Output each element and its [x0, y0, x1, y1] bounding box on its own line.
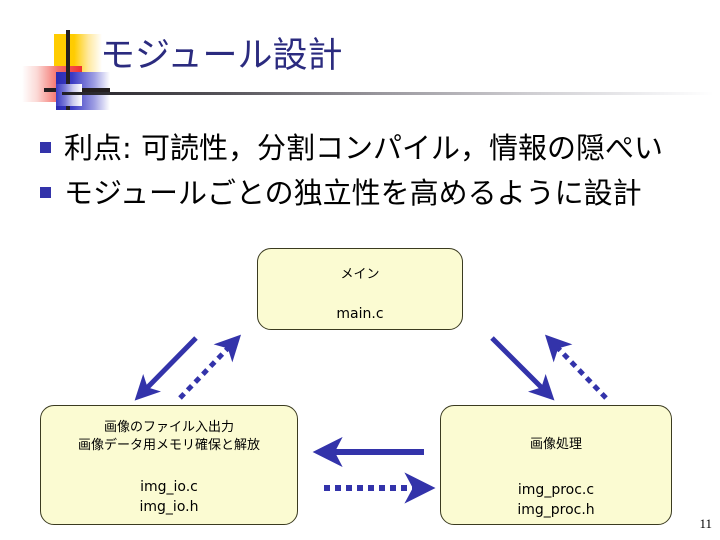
node-img-io-file-h: img_io.h [139, 499, 199, 515]
slide-title: モジュール設計 [100, 36, 343, 76]
list-item: モジュールごとの独立性を高めるように設計 [40, 173, 710, 214]
title-rule-accent [56, 84, 82, 106]
logo-vertical-bar-icon [66, 30, 70, 110]
module-diagram: メイン main.c 画像のファイル入出力 画像データ用メモリ確保と解放 img… [0, 230, 720, 540]
arrow-main-to-img-proc [490, 336, 555, 401]
bullet-marker-icon [40, 187, 51, 198]
page-number: 11 [699, 516, 712, 531]
logo-yellow-square-icon [54, 34, 102, 72]
bullet-text: 利点: 可読性，分割コンパイル，情報の隠ぺい [64, 131, 663, 165]
node-main-title: メイン [340, 267, 380, 282]
bullet-marker-icon [40, 142, 51, 153]
node-main-file: main.c [336, 306, 384, 322]
arrow-main-to-img-io [134, 336, 198, 401]
node-img-proc-title: 画像処理 [529, 437, 582, 452]
arrow-img-proc-to-main [544, 334, 608, 400]
title-divider [62, 92, 714, 95]
diagram-node-img-io[interactable]: 画像のファイル入出力 画像データ用メモリ確保と解放 img_io.c img_i… [40, 405, 298, 525]
node-img-io-title-line1: 画像のファイル入出力 [103, 420, 234, 435]
node-img-io-title-line2: 画像データ用メモリ確保と解放 [77, 438, 260, 453]
bullet-list: 利点: 可読性，分割コンパイル，情報の隠ぺい モジュールごとの独立性を高めるよう… [40, 128, 710, 218]
bullet-text: モジュールごとの独立性を高めるように設計 [64, 176, 642, 210]
diagram-node-main[interactable]: メイン main.c [257, 248, 463, 330]
node-img-io-files: img_io.c img_io.h [41, 477, 297, 517]
list-item: 利点: 可読性，分割コンパイル，情報の隠ぺい [40, 128, 710, 169]
arrow-img-io-to-main [178, 334, 242, 400]
node-img-proc-file-c: img_proc.c [517, 482, 595, 498]
node-img-io-file-c: img_io.c [140, 479, 198, 495]
diagram-node-img-proc[interactable]: 画像処理 img_proc.c img_proc.h [440, 405, 672, 525]
node-img-proc-files: img_proc.c img_proc.h [441, 480, 671, 520]
node-img-proc-file-h: img_proc.h [517, 502, 595, 518]
